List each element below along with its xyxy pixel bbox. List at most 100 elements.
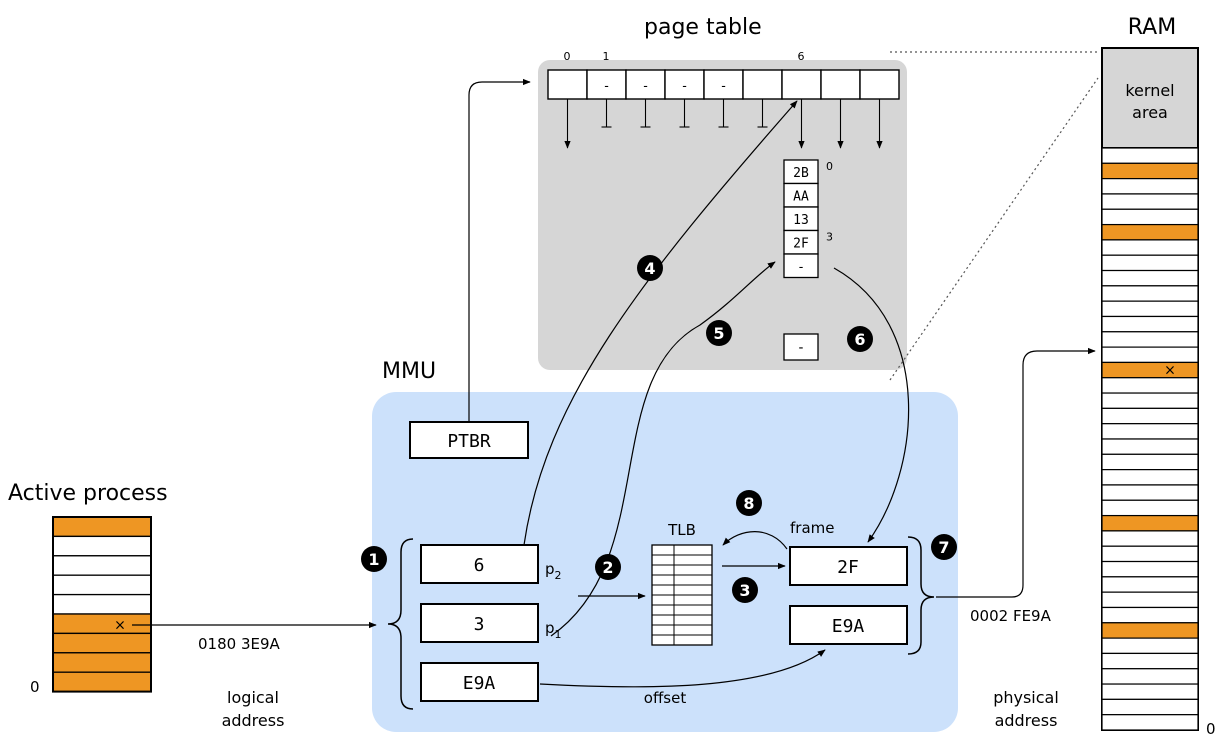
logical-address-brace [387, 538, 414, 710]
ram-frame [1101, 484, 1199, 501]
ram-kernel-area [1101, 47, 1199, 149]
ram-frame [1101, 668, 1199, 685]
physical-address-value: 0002 FE9A [970, 607, 1052, 625]
ram-kernel-label-line1: kernel [1125, 81, 1174, 100]
process-page-used [52, 613, 152, 635]
offset-field [420, 662, 539, 702]
ram-frame-used [1101, 622, 1199, 639]
p2-field [420, 544, 539, 584]
ram-frame [1101, 530, 1199, 547]
tlb-table [651, 544, 713, 646]
frame-value: 2F [837, 557, 859, 578]
page-table-entry [859, 69, 900, 100]
frame-offset-field [789, 605, 908, 645]
process-page [52, 555, 152, 576]
logical-address-value: 0180 3E9A [198, 635, 281, 653]
second-level-index-label: 0 [826, 160, 833, 173]
ram-frame [1101, 637, 1199, 655]
page-table-entry-value: - [642, 79, 650, 94]
step-badge [595, 554, 621, 580]
ram-frame-used [1101, 223, 1199, 241]
step-badge [931, 534, 957, 560]
step-number: 8 [743, 494, 754, 513]
ram-frame [1101, 545, 1199, 563]
ram-frame [1101, 315, 1199, 333]
step-number: 1 [368, 550, 379, 569]
ram-frame [1101, 576, 1199, 593]
ram-frame [1101, 346, 1199, 364]
second-level-entry-value: 2F [793, 237, 809, 252]
process-title: Active process [8, 481, 168, 506]
page-table-entry [742, 69, 783, 100]
extra-entry-cell [783, 333, 819, 361]
step-badge [361, 546, 387, 572]
process-page-used [52, 632, 152, 654]
process-page-used [52, 671, 152, 693]
ram-mark: × [1164, 363, 1176, 379]
page-table-entry [547, 69, 588, 100]
mmu-title: MMU [382, 359, 436, 384]
ram-frame-used [1101, 162, 1199, 180]
page-table-entry-value: - [720, 79, 728, 94]
offset-label: offset [644, 689, 687, 707]
ram-frame [1101, 606, 1199, 624]
ram-frame [1101, 499, 1199, 517]
p2-value: 6 [474, 555, 485, 576]
step-badge [736, 490, 762, 516]
tlb-label: TLB [667, 521, 696, 539]
physical-address-brace [907, 536, 935, 655]
step-number: 7 [938, 538, 949, 557]
frame-field [789, 546, 908, 586]
ptbr-to-page-table-arrow [468, 78, 531, 422]
ram-frame [1101, 560, 1199, 578]
ram-frame [1101, 269, 1199, 287]
ram-frames: × [1101, 147, 1199, 731]
logical-address-label-line2: address [222, 711, 285, 730]
step-number: 2 [602, 558, 613, 577]
ram-frame [1101, 300, 1199, 318]
ram-frame [1101, 392, 1199, 409]
ram-frame-used [1101, 361, 1199, 379]
page-table-entries: ---- [547, 69, 900, 100]
page-table-title: page table [644, 15, 762, 40]
ptbr-register [409, 421, 529, 459]
ram-frame [1101, 438, 1199, 455]
ram-frame-used [1101, 514, 1199, 532]
frame-label: frame [790, 519, 834, 537]
ram-frame [1101, 239, 1199, 256]
ram-frame [1101, 377, 1199, 394]
page-table-index-label: 1 [603, 50, 610, 63]
page-table-entry-value: - [603, 79, 611, 94]
ram-frame [1101, 254, 1199, 272]
ram-frame [1101, 469, 1199, 486]
logical-address-label-line1: logical [227, 688, 279, 707]
step8-arrow [722, 531, 788, 550]
process-pages: × [52, 516, 152, 693]
projection-line-bottom [889, 77, 1099, 381]
offset-value: E9A [463, 673, 496, 694]
ram-title: RAM [1128, 15, 1176, 40]
step-badge [706, 320, 732, 346]
ram-frame [1101, 147, 1199, 164]
page-table-index-label: 0 [564, 50, 571, 63]
ram-frame [1101, 193, 1199, 210]
p2-label: p2 [545, 560, 562, 582]
second-level-entry-value: 2B [793, 166, 809, 181]
page-table-pointers [564, 99, 883, 149]
process-outline [52, 516, 152, 693]
process-page-used [52, 516, 152, 538]
ram-bottom-label: 0 [1206, 720, 1216, 734]
ram-frame [1101, 698, 1199, 716]
physical-address-label-line1: physical [993, 688, 1059, 707]
process-bottom-label: 0 [30, 678, 40, 696]
ram-frame [1101, 331, 1199, 348]
ram-frame [1101, 285, 1199, 302]
ram-frame [1101, 423, 1199, 440]
p1-field [420, 603, 539, 643]
step-number: 4 [644, 259, 655, 278]
page-table-entry [820, 69, 861, 100]
ram-frame [1101, 407, 1199, 425]
page-table-region [538, 60, 907, 370]
